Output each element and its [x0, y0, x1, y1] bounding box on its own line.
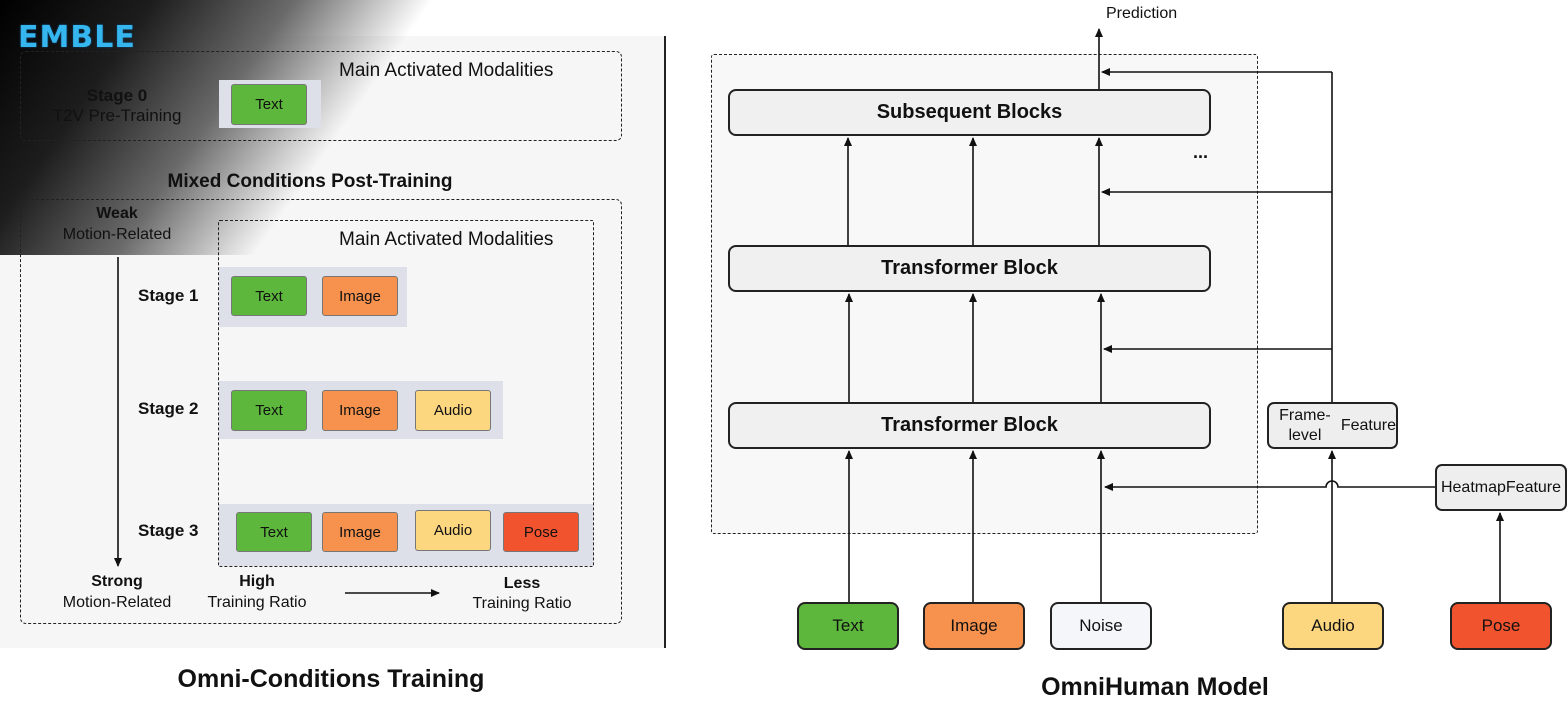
input-image-box: Image [923, 602, 1025, 650]
stage3-label: Stage 3 [138, 521, 199, 540]
input-audio-box: Audio [1282, 602, 1384, 650]
stage1-label: Stage 1 [138, 286, 199, 305]
mixed-conditions-box [20, 199, 622, 624]
emble-logo: EMBLE [18, 20, 136, 55]
activated-modalities-box [218, 220, 594, 567]
transformer-block-lower: Transformer Block [728, 402, 1211, 449]
stage2-text-chip: Text [231, 390, 307, 431]
panel-divider [664, 36, 666, 648]
input-text-box: Text [797, 602, 899, 650]
omnihuman-model-caption: OmniHuman Model [1041, 673, 1269, 701]
high-sublabel: Training Ratio [207, 594, 307, 611]
stage2-image-chip: Image [322, 390, 398, 431]
weak-sublabel: Motion-Related [62, 226, 172, 243]
heatmap-feature-line2: Feature [1505, 478, 1562, 496]
strong-sublabel: Motion-Related [62, 594, 172, 611]
stage1-text-chip: Text [231, 276, 307, 316]
frame-level-feature-line1: Frame-level [1279, 406, 1331, 444]
heatmap-feature-box: Heatmap Feature [1435, 464, 1567, 511]
less-label: Less [503, 575, 541, 592]
stage0-text-chip: Text [231, 84, 307, 125]
stage2-label: Stage 2 [138, 399, 199, 418]
heatmap-feature-line1: Heatmap [1440, 478, 1506, 496]
stage0-box [20, 51, 622, 141]
mixed-conditions-title: Mixed Conditions Post-Training [167, 171, 453, 192]
stage3-image-chip: Image [322, 512, 398, 552]
subsequent-blocks: Subsequent Blocks [728, 89, 1211, 136]
activated-modalities-title: Main Activated Modalities [339, 229, 554, 250]
high-label: High [239, 573, 275, 590]
weak-label: Weak [96, 205, 138, 222]
frame-level-feature-box: Frame-level Feature [1267, 402, 1398, 449]
stage3-pose-chip: Pose [503, 512, 579, 552]
less-sublabel: Training Ratio [472, 595, 572, 612]
frame-level-feature-line2: Feature [1340, 416, 1396, 434]
stage2-audio-chip: Audio [415, 390, 491, 431]
input-pose-box: Pose [1450, 602, 1552, 650]
strong-label: Strong [91, 573, 143, 590]
stage0-panel-title: Main Activated Modalities [339, 60, 554, 81]
stage1-image-chip: Image [322, 276, 398, 316]
input-noise-box: Noise [1050, 602, 1152, 650]
ellipsis-indicator: ... [1193, 142, 1209, 162]
omni-conditions-caption: Omni-Conditions Training [177, 665, 485, 693]
transformer-block-upper: Transformer Block [728, 245, 1211, 292]
stage3-text-chip: Text [236, 512, 312, 552]
stage3-audio-chip: Audio [415, 510, 491, 551]
stage0-sublabel: T2V Pre-Training [52, 106, 182, 125]
prediction-label: Prediction [1106, 5, 1178, 22]
stage0-label: Stage 0 [86, 86, 148, 105]
